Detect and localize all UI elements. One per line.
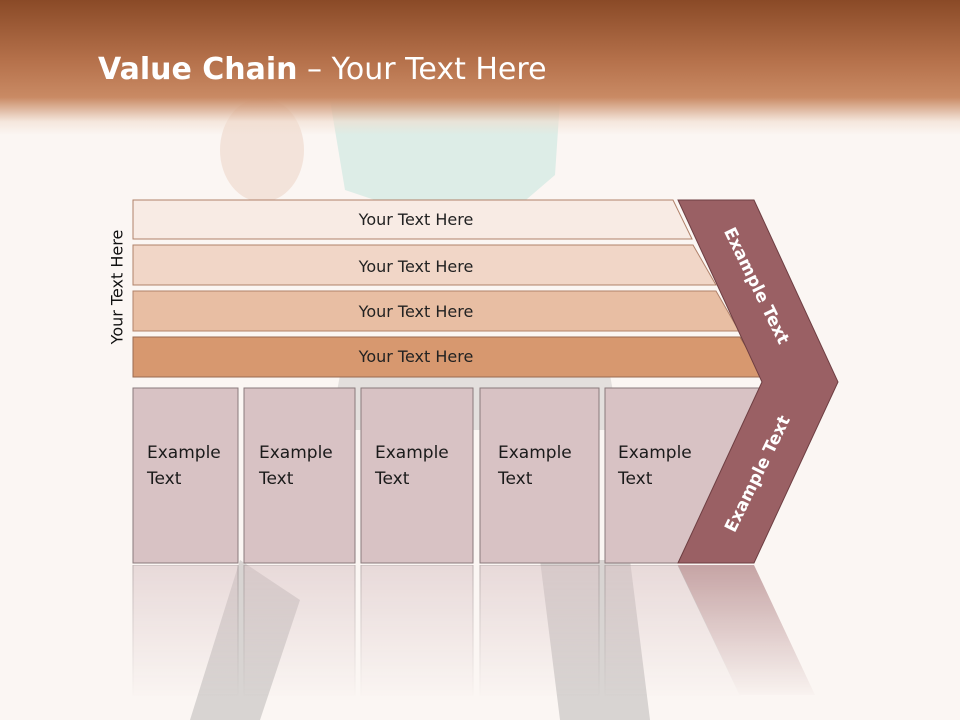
row-label-3: Your Text Here <box>358 302 474 321</box>
box-1-line2: Text <box>146 469 182 489</box>
row-label-4: Your Text Here <box>358 347 474 366</box>
row-bar-2: Your Text Here <box>132 244 717 286</box>
box-shape-1 <box>132 387 239 564</box>
box-shape-4 <box>479 387 600 564</box>
row-label-1: Your Text Here <box>358 210 474 229</box>
chevron-shape <box>677 199 839 564</box>
title-band <box>0 0 960 135</box>
box-3-line2: Text <box>374 469 410 489</box>
box-5-line1: Example <box>618 443 692 463</box>
slide-title: Value Chain – Your Text Here <box>98 52 547 87</box>
row-bar-3: Your Text Here <box>132 290 740 332</box>
box-shape-2 <box>243 387 356 564</box>
box-4-line2: Text <box>497 469 533 489</box>
diagram-reflection <box>132 564 815 696</box>
activity-box-4: Example Text <box>479 387 600 564</box>
row-shape-2 <box>132 244 717 286</box>
box-2-line1: Example <box>259 443 333 463</box>
box-2-line2: Text <box>258 469 294 489</box>
activity-box-3: Example Text <box>360 387 474 564</box>
title-bold: Value Chain <box>98 52 298 87</box>
box-3-line1: Example <box>375 443 449 463</box>
row-shape-1 <box>132 199 693 240</box>
activity-box-1: Example Text <box>132 387 239 564</box>
box-1-line1: Example <box>147 443 221 463</box>
box-4-line1: Example <box>498 443 572 463</box>
row-bar-1: Your Text Here <box>132 199 693 240</box>
row-label-2: Your Text Here <box>358 257 474 276</box>
row-bar-4: Your Text Here <box>132 336 765 378</box>
box-shape-3 <box>360 387 474 564</box>
activity-box-2: Example Text <box>243 387 356 564</box>
title-rest: – Your Text Here <box>297 52 547 87</box>
box-5-line2: Text <box>617 469 653 489</box>
